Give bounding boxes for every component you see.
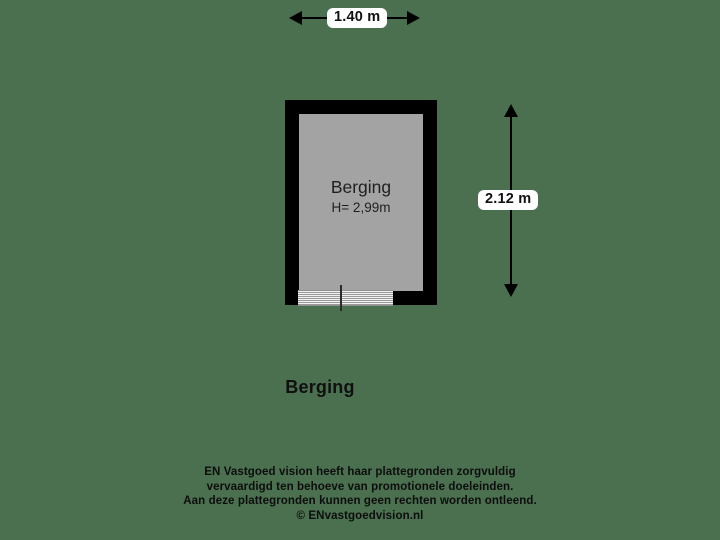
room-label-group: Berging H= 2,99m [285,176,437,217]
room-floor [299,114,423,291]
room-name-label: Berging [330,177,392,197]
footer-line-2: vervaardigd ten behoeve van promotionele… [206,480,514,493]
footer-line-3: Aan deze plattegronden kunnen geen recht… [183,495,537,507]
door-center-marker [340,285,342,311]
sliding-door-icon [298,290,393,306]
footer-line-4: © ENvastgoedvision.nl [296,509,424,522]
footer-disclaimer: EN Vastgoed vision heeft haar plattegron… [0,465,720,523]
dimension-label-height: 2.12 m [478,190,539,211]
room-height-label: H= 2,99m [331,200,391,215]
arrow-down-icon [504,284,518,297]
footer-line-1: EN Vastgoed vision heeft haar plattegron… [204,466,516,478]
room-berging: Berging H= 2,99m [285,100,437,311]
dimension-label-width: 1.40 m [327,8,388,29]
plan-title: Berging [285,377,355,397]
arrow-right-icon [407,11,420,25]
